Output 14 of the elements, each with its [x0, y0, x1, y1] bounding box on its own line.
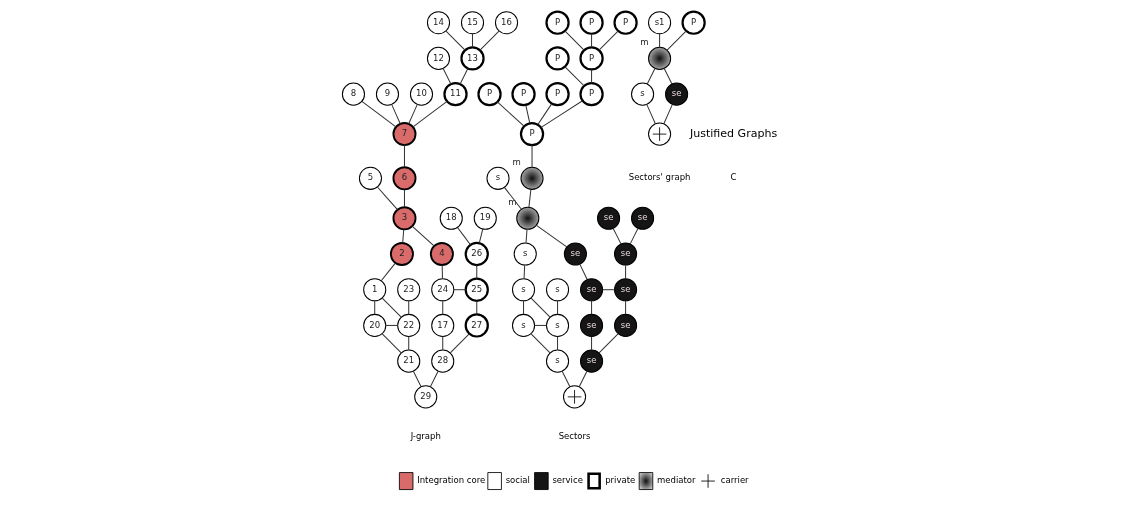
node-label: m	[512, 156, 521, 167]
node-label: m	[640, 36, 649, 47]
node-label: m	[508, 196, 517, 207]
label: Sectors' graph	[628, 172, 691, 183]
legend-label: carrier	[720, 475, 749, 486]
legend-label: mediator	[657, 475, 696, 486]
label: J-graph	[410, 430, 441, 441]
legend-label: social	[505, 475, 530, 486]
legend-label: Integration core	[417, 475, 486, 486]
label: C	[730, 172, 737, 183]
legend-label: service	[552, 475, 583, 486]
label: Sectors	[558, 430, 591, 441]
label: Justified Graphs	[689, 126, 778, 140]
legend-label: private	[605, 475, 636, 486]
